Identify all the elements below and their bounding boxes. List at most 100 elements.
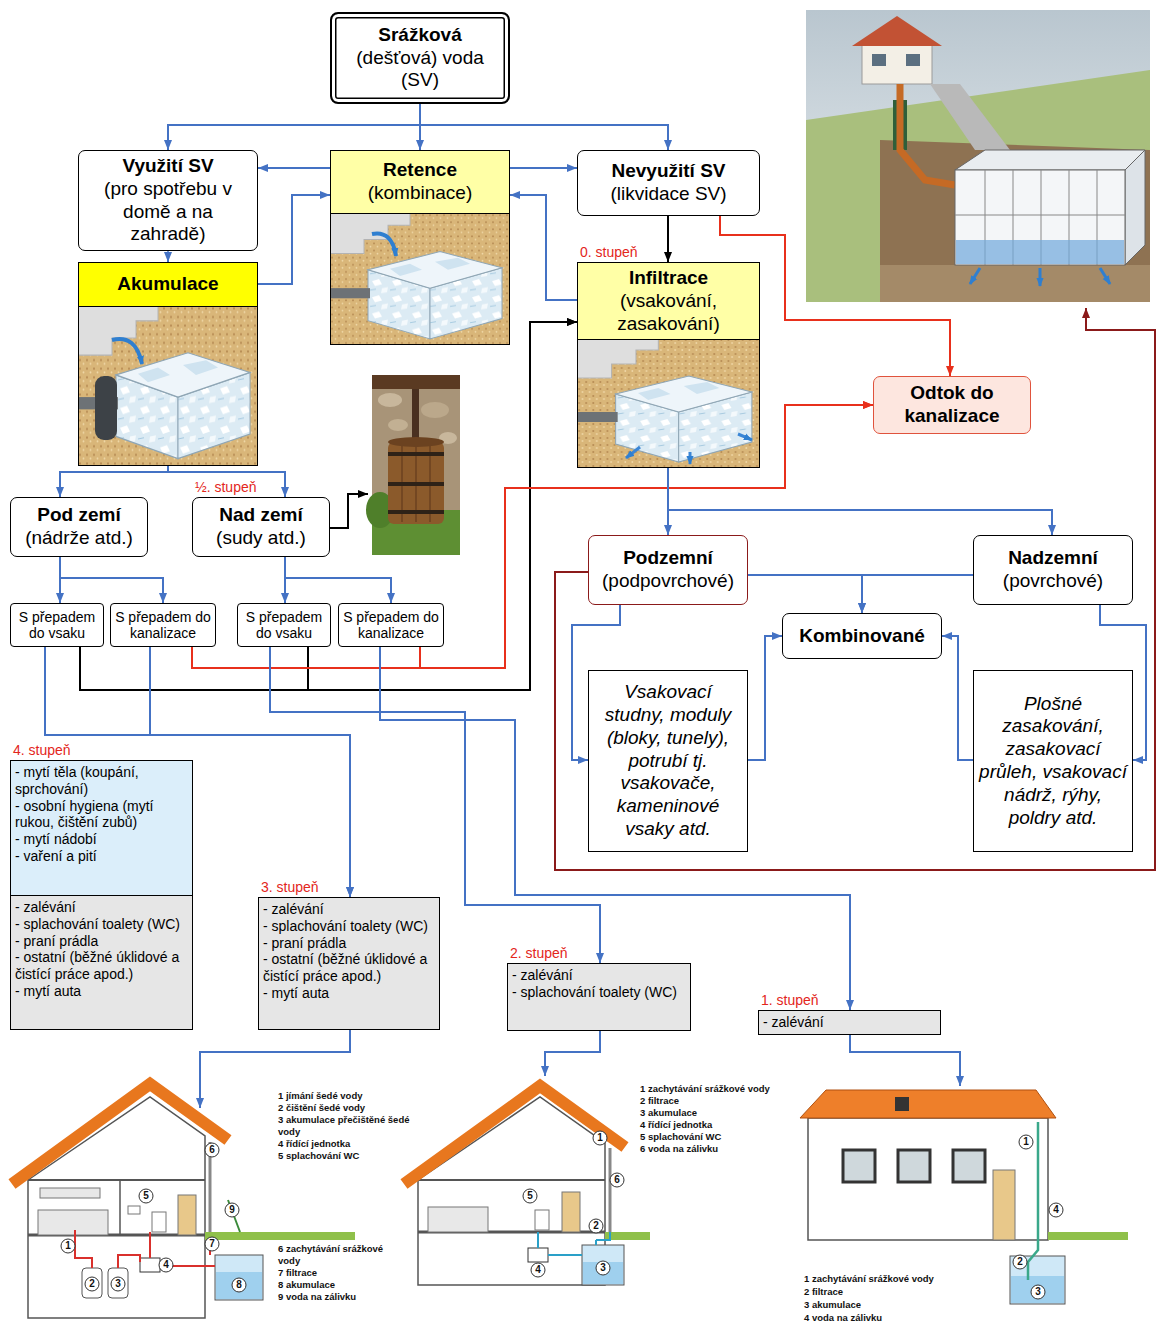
infiltration-picture-part <box>689 452 692 464</box>
house-trench-photo-part <box>872 54 886 66</box>
box-text: (kombinace) <box>336 182 504 205</box>
box-text: Plošné zasakování, zasakovací průleh, vs… <box>979 693 1127 830</box>
blue-panel: - mytí těla (koupání, sprchování)- osobn… <box>11 761 192 896</box>
box-text: (likvidace SV) <box>583 183 754 206</box>
house-left-illustration-part <box>225 1203 239 1217</box>
house-left-illustration-part <box>232 1278 246 1292</box>
house-left-illustration-part <box>159 1258 173 1272</box>
flow-connector <box>380 647 850 1010</box>
house-right-illustration-part <box>1031 1285 1045 1299</box>
legend-note: 4 řídící jednotka <box>640 1119 790 1131</box>
callout-number: 3 <box>1030 1286 1046 1298</box>
hd-panel: Retence(kombinace) <box>331 151 509 214</box>
grey-panel: - zalévání- splachování toalety (WC)- pr… <box>259 898 439 1005</box>
house-trench-photo-part <box>955 150 1145 170</box>
box-heading: Akumulace <box>84 273 252 296</box>
callout-number: 1 <box>1018 1136 1034 1148</box>
house-trench-photo-part <box>862 42 932 84</box>
infiltration-box: 0. stupeňInfiltrace(vsakování, zasakován… <box>577 262 760 468</box>
flow-connector <box>942 636 973 760</box>
house-right-illustration-part <box>1019 1135 1033 1149</box>
box-heading: Využití SV <box>84 155 252 178</box>
house-right-illustration-part <box>953 1150 985 1182</box>
usage-list-box: 4. stupeň- mytí těla (koupání, sprchován… <box>10 760 193 1030</box>
house-middle-illustration-part <box>404 1086 625 1184</box>
infiltration-picture-part <box>626 447 640 458</box>
house-middle-illustration-part <box>428 1207 488 1232</box>
box-text: Vsakovací studny, moduly (bloky, tunely)… <box>594 681 742 841</box>
house-left-illustration-part <box>205 1237 219 1251</box>
option-box: Pod zemí(nádrže atd.) <box>10 497 148 557</box>
list-item: - mytí auta <box>263 985 435 1002</box>
retention-picture <box>330 213 510 345</box>
house-middle-illustration-part <box>583 1262 623 1284</box>
list-item: - zalévání <box>512 967 686 984</box>
flow-connector <box>60 557 163 603</box>
barrel-photo-part <box>388 482 444 486</box>
house-middle-illustration-part <box>531 1263 545 1277</box>
flow-connector <box>192 405 873 668</box>
step-caption: 1. stupeň <box>761 992 819 1009</box>
house-left-illustration-part <box>152 1212 166 1232</box>
barrel-photo-part <box>378 393 402 407</box>
legend-note: 1 zachytávání srážkové vody <box>804 1273 974 1285</box>
legend-note: 1 zachytávání srážkové vody <box>640 1083 790 1095</box>
house-right-illustration <box>800 1090 1128 1304</box>
house-middle-illustration-part <box>609 1148 612 1232</box>
description-box: Plošné zasakování, zasakovací průleh, vs… <box>973 670 1133 852</box>
barrel-photo-part <box>388 452 444 456</box>
house-left-illustration-part <box>216 1272 262 1299</box>
box-heading: Nevyužití SV <box>583 160 754 183</box>
house-middle-illustration-part <box>589 1219 603 1233</box>
flow-connector <box>510 195 577 300</box>
box-text: (nádrže atd.) <box>16 527 142 550</box>
callout-number: 6 <box>204 1144 220 1156</box>
flow-connector <box>667 216 669 262</box>
house-trench-photo-part <box>852 16 942 46</box>
overflow-box: S přepadem do kanalizace <box>110 603 216 647</box>
callout-number: 3 <box>110 1278 126 1290</box>
sewer-box: Odtok do kanalizace <box>873 376 1031 434</box>
overflow-box: S přepadem do kanalizace <box>338 603 444 647</box>
list-item: - zalévání <box>15 899 188 916</box>
step-caption: 3. stupeň <box>261 879 319 896</box>
box-heading: Kombinované <box>788 625 936 648</box>
house-trench-photo-part <box>806 10 1150 302</box>
legend-note: 5 splachování WC <box>640 1131 790 1143</box>
house-trench-photo-part <box>970 268 980 284</box>
house-right-illustration-part <box>1011 1276 1064 1303</box>
flow-connector <box>167 251 169 262</box>
house-middle-illustration-part <box>582 1245 624 1285</box>
house-middle-illustration-part <box>537 1232 539 1248</box>
legend-note: 4 voda na zálivku <box>804 1312 974 1324</box>
retention-box: Retence(kombinace) <box>330 150 510 345</box>
hd-panel: Akumulace <box>79 263 257 307</box>
house-left-illustration-part <box>119 1180 121 1235</box>
callout-number: 2 <box>84 1278 100 1290</box>
callout-number: 1 <box>592 1132 608 1144</box>
house-trench-photo-part <box>956 240 1124 264</box>
accumulation-picture <box>78 306 258 466</box>
house-trench-photo-part <box>930 84 1010 150</box>
house-trench-photo-part <box>1100 268 1110 284</box>
house-middle-illustration-part <box>418 1097 605 1285</box>
house-left-illustration-part <box>38 1210 108 1235</box>
grey-panel: - zalévání- splachování toalety (WC) <box>508 964 690 1004</box>
process-box: Nevyužití SV(likvidace SV) <box>577 150 760 216</box>
callout-number: 8 <box>231 1279 247 1291</box>
retention-picture-part <box>330 213 510 345</box>
overflow-box: S přepadem do vsaku <box>237 603 331 647</box>
infiltration-picture <box>577 338 760 468</box>
flow-arrow <box>545 1031 600 1076</box>
list-item: - ostatní (běžné úklidové a čistící prác… <box>263 951 435 985</box>
legend-note: 4 řídící jednotka <box>278 1138 413 1150</box>
accumulation-picture-part <box>95 376 117 440</box>
step-caption: ½. stupeň <box>195 479 257 496</box>
flow-connector <box>862 575 973 613</box>
flow-connector <box>748 636 782 760</box>
house-trench-photo-part <box>880 265 1150 302</box>
retention-picture-part <box>372 233 396 256</box>
house-left-illustration-part <box>205 1232 355 1240</box>
house-arrows <box>200 1030 960 1108</box>
house-middle-illustration-part <box>548 1254 582 1256</box>
